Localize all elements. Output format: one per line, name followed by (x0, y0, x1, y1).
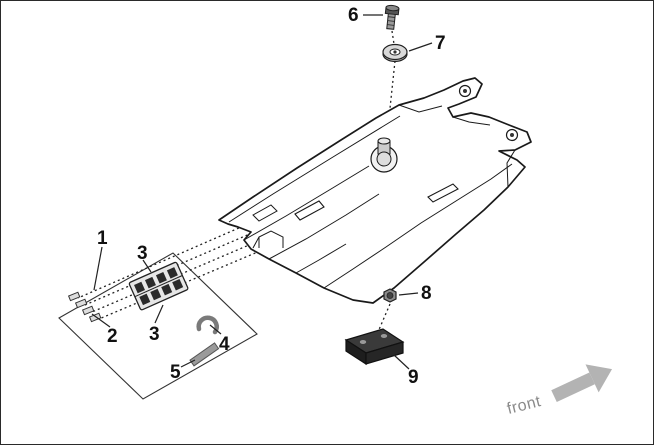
grouping-box-part-1 (58, 252, 258, 400)
callout-6: 6 (348, 5, 359, 26)
callout-leader-lines (91, 14, 433, 370)
callout-2: 2 (107, 326, 118, 347)
vent-slot-left (294, 200, 325, 221)
front-arrow-icon (551, 364, 613, 403)
clip-part-4 (196, 315, 219, 335)
vent-slot-right (427, 183, 459, 203)
callout-8: 8 (421, 283, 432, 304)
callout-3b: 3 (149, 324, 160, 345)
washer-part-7 (382, 43, 408, 63)
nut-part-8 (383, 288, 397, 303)
bracket-part-9 (344, 328, 405, 366)
callout-1: 1 (97, 228, 108, 249)
connector-part-3 (128, 261, 189, 311)
strip-part-5 (189, 342, 220, 367)
screw-part-6 (384, 4, 400, 30)
callout-9: 9 (408, 367, 419, 388)
callout-4: 4 (219, 334, 230, 355)
callout-5: 5 (170, 362, 181, 383)
callout-3a: 3 (137, 243, 148, 264)
mounting-boss (370, 137, 398, 173)
callout-7: 7 (435, 33, 446, 54)
rear-fender-body (218, 77, 532, 304)
